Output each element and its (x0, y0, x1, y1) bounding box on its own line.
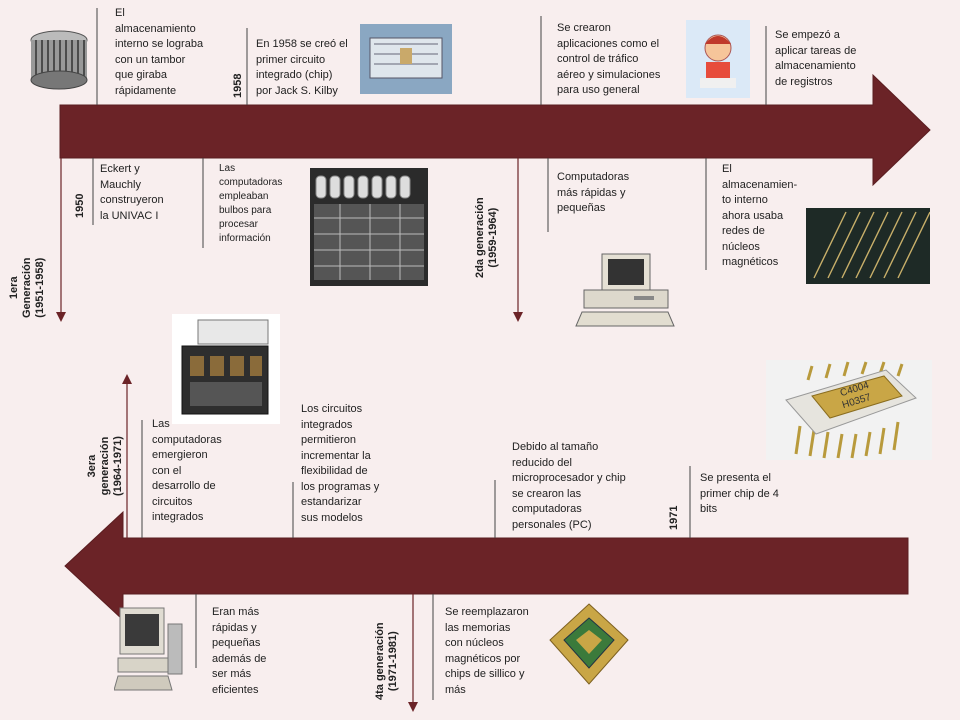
note-vacuum-tubes: Las computadoras empleaban bulbos para p… (219, 163, 283, 244)
mainframe-image (172, 314, 280, 424)
generation-1-label: 1era Generación (1951-1958) (8, 257, 46, 318)
chip-4004-image (766, 360, 932, 460)
note-applications: Se crearon aplicaciones como el control … (557, 22, 661, 96)
generation-2-label: 2da generación (1959-1964) (474, 197, 499, 278)
vacuum-tubes-image (310, 168, 428, 286)
note-ic-computers: Las computadoras emergieron con el desar… (152, 418, 222, 523)
note-silicon-chips: Se reemplazaron las memorias con núcleos… (445, 606, 529, 696)
note-magnetic-cores: El almacenamien- to interno ahora usaba … (722, 163, 798, 268)
note-record-storage: Se empezó a aplicar tareas de almacenami… (775, 29, 857, 88)
early-pc-image (114, 607, 183, 691)
note-first-chip: En 1958 se creó el primer circuito integ… (256, 38, 348, 97)
timeline-arrow-top (59, 73, 931, 187)
silicon-chip-image (546, 600, 632, 688)
personal-computer-image (575, 253, 675, 327)
drum-memory-image (26, 20, 92, 95)
year-1950-label: 1950 (74, 193, 86, 218)
note-more-efficient: Eran más rápidas y pequeñas además de se… (212, 606, 267, 696)
magnetic-core-image (806, 208, 930, 284)
kilby-chip-image (360, 24, 452, 94)
note-personal-computers: Debido al tamaño reducido del microproce… (512, 441, 626, 531)
note-faster-smaller: Computadoras más rápidas y pequeñas (557, 171, 630, 214)
air-traffic-image (686, 20, 750, 98)
note-flexibility: Los circuitos integrados permitieron inc… (301, 403, 380, 524)
note-univac: Eckert y Mauchly construyeron la UNIVAC … (100, 163, 164, 222)
generation-4-label: 4ta generación (1971-1981) (374, 622, 399, 700)
timeline-arrow-bottom (64, 510, 909, 622)
generation-3-label: 3era generación (1964-1971) (86, 436, 124, 496)
note-4bit-chip: Se presenta el primer chip de 4 bits (700, 472, 779, 515)
year-1958-label: 1958 (232, 73, 244, 98)
year-1971-label: 1971 (668, 505, 680, 530)
note-drum-storage: El almacenamiento interno se lograba con… (115, 7, 204, 97)
